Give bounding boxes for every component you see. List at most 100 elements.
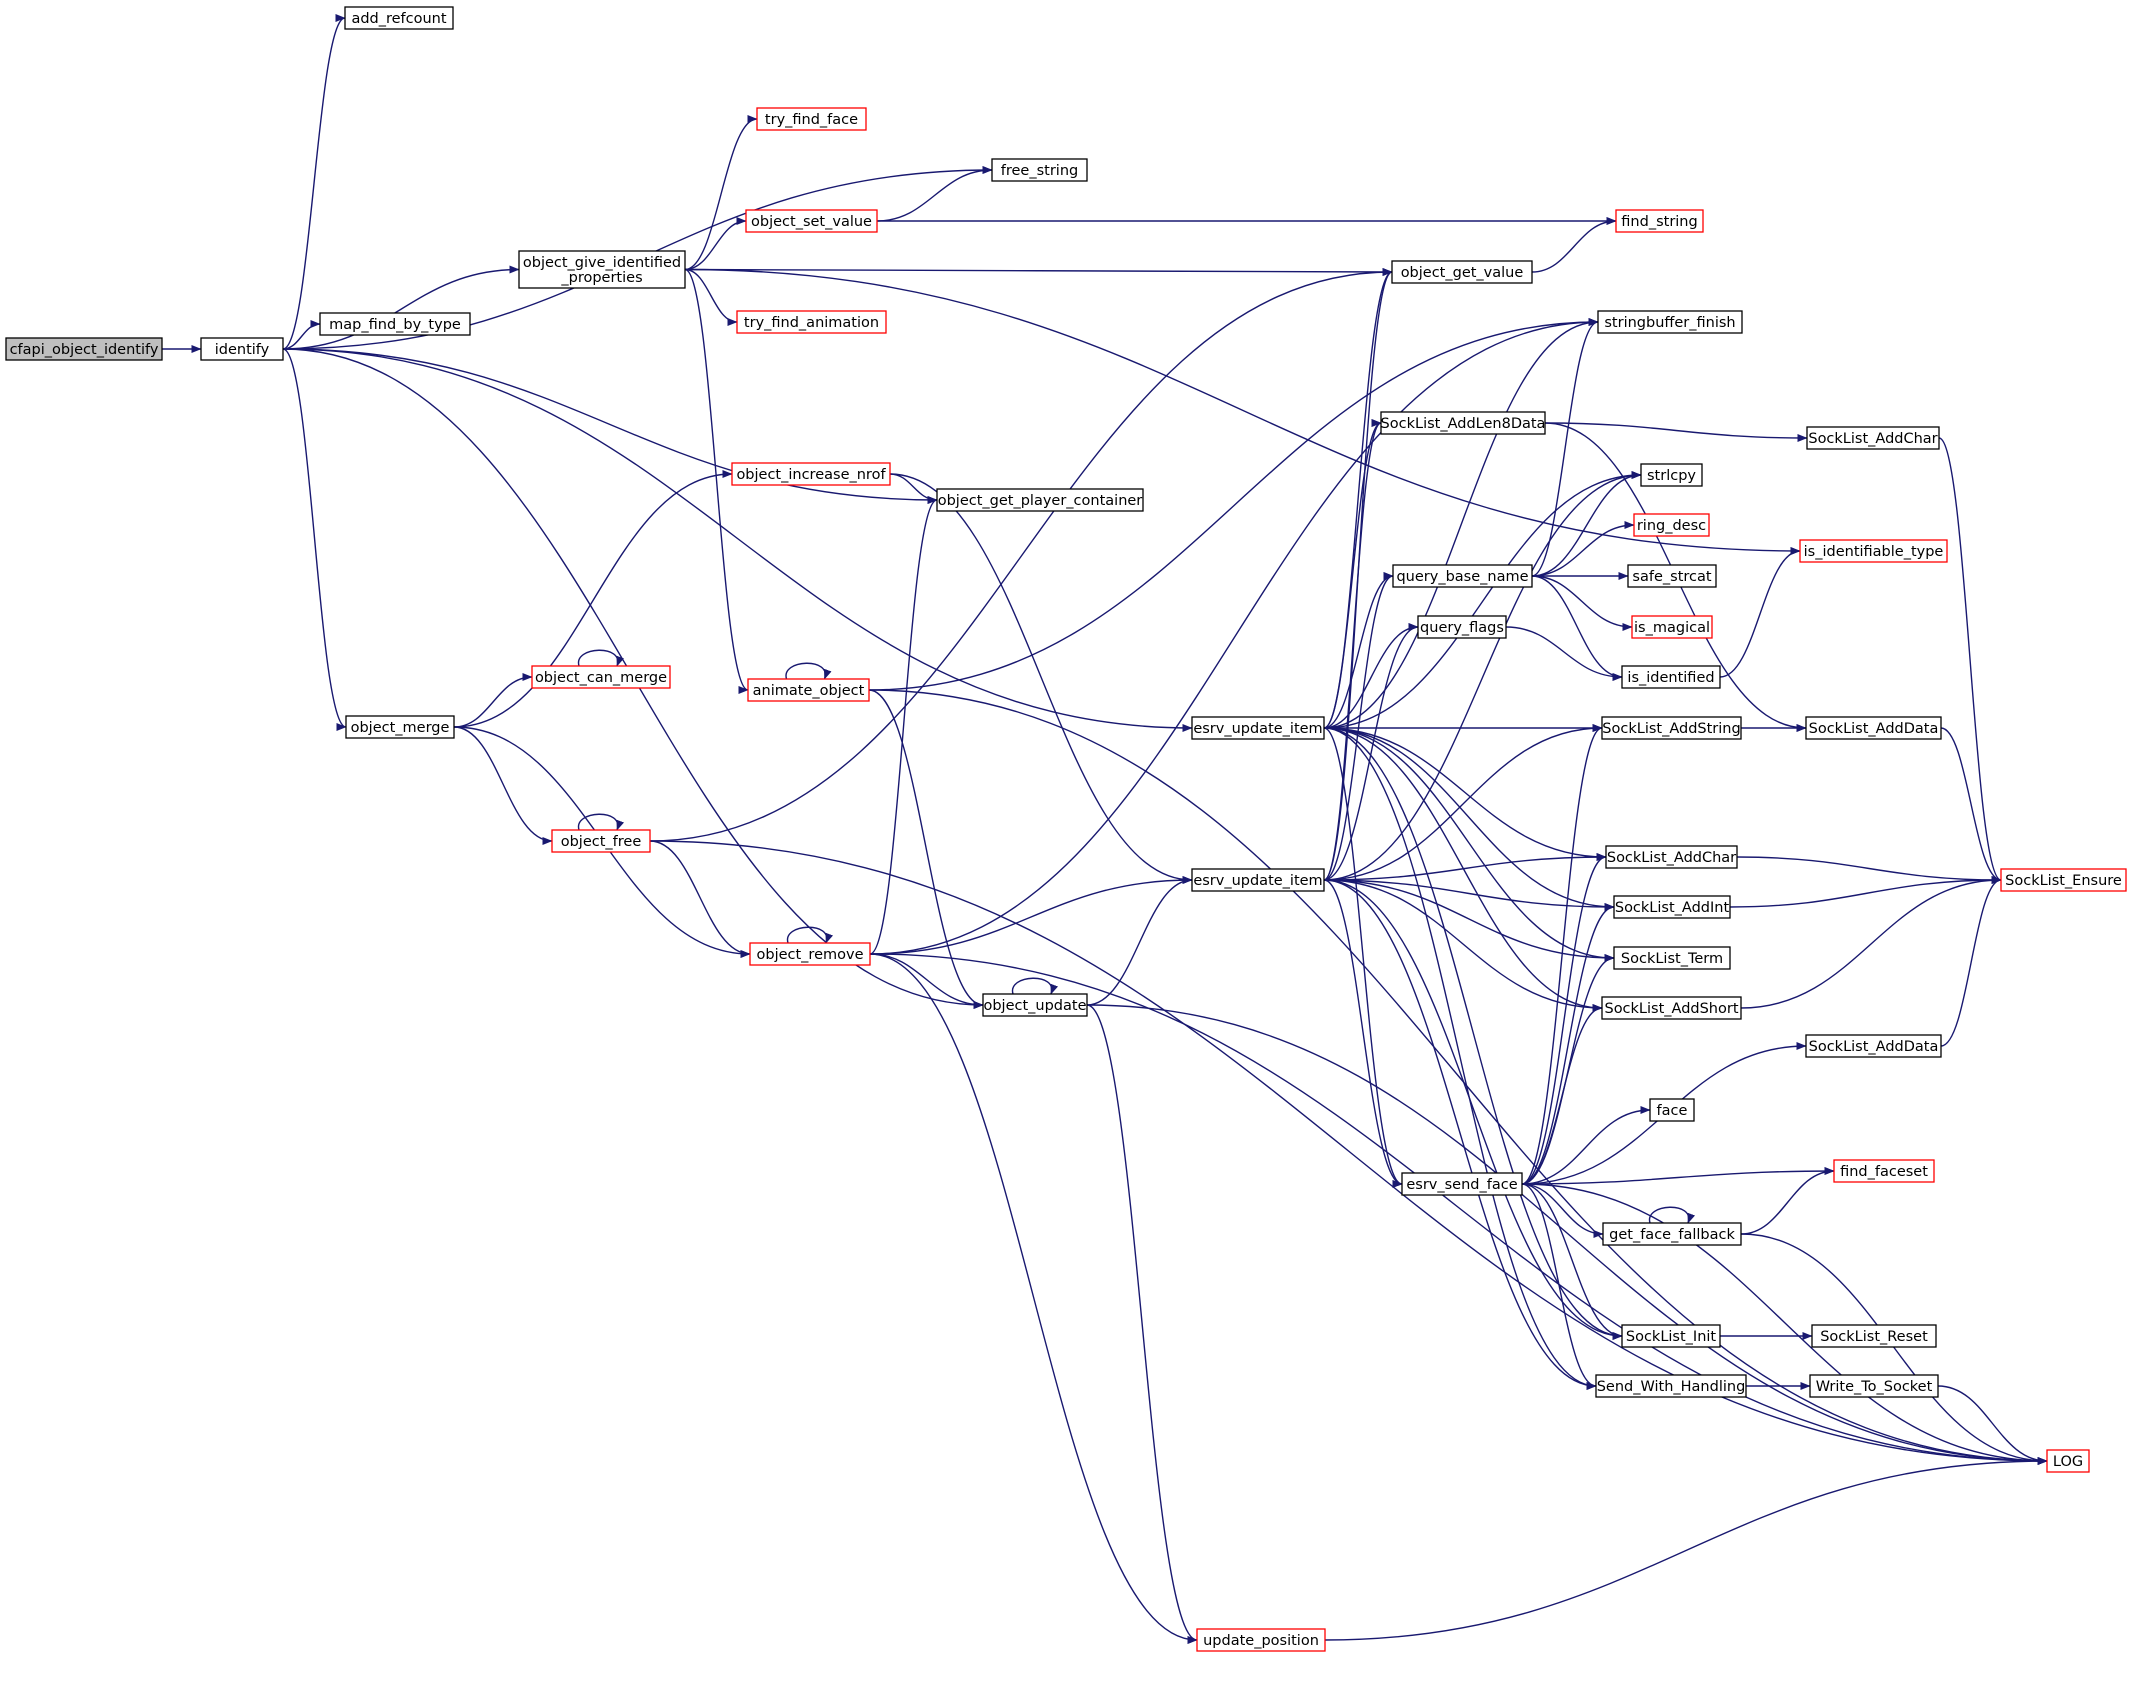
edge-write-to-socket-to-log [1937, 1385, 2048, 1465]
node-cfapi-object-identify[interactable]: cfapi_object_identify [5, 337, 163, 361]
node-sl-term[interactable]: SockList_Term [1613, 946, 1731, 970]
node-is-magical[interactable]: is_magical [1631, 615, 1713, 639]
node-map-find-by-type[interactable]: map_find_by_type [319, 312, 471, 336]
edge-object-remove-to-object-get-player-container [869, 496, 938, 955]
node-stringbuffer-finish[interactable]: stringbuffer_finish [1597, 310, 1743, 334]
node-box [1631, 615, 1713, 639]
edge-esrv-send-face-to-get-face-fallback [1521, 1183, 1604, 1238]
node-sl-adddata2[interactable]: SockList_AddData [1805, 1034, 1942, 1058]
edge-object-can-merge-to-object-can-merge [578, 649, 624, 667]
node-object-remove[interactable]: object_remove [749, 942, 871, 966]
node-ring-desc[interactable]: ring_desc [1633, 513, 1710, 537]
node-esrv-update-item-b[interactable]: esrv_update_item [1191, 868, 1325, 892]
node-sl-addshort[interactable]: SockList_AddShort [1601, 996, 1742, 1020]
node-label: SockList_Ensure [2005, 873, 2122, 889]
node-label: find_faceset [1840, 1164, 1928, 1180]
edge-esrv-send-face-to-find-faceset [1521, 1167, 1835, 1185]
node-ogip[interactable]: object_give_identified_properties [518, 250, 686, 289]
node-safe-strcat[interactable]: safe_strcat [1627, 564, 1717, 588]
node-object-update[interactable]: object_update [982, 993, 1088, 1017]
node-label: cfapi_object_identify [10, 342, 159, 358]
node-face[interactable]: face [1649, 1098, 1695, 1122]
node-box [1391, 260, 1533, 284]
edge-object-remove-to-log [869, 953, 2048, 1465]
node-object-free[interactable]: object_free [551, 829, 651, 853]
edge-esrv-update-item-a-to-sl-term [1323, 727, 1615, 962]
node-update-position[interactable]: update_position [1196, 1628, 1326, 1652]
edge-object-update-to-update-position [1086, 1004, 1198, 1644]
node-sl-init[interactable]: SockList_Init [1621, 1324, 1721, 1348]
node-box [1805, 716, 1942, 740]
node-sl-ensure[interactable]: SockList_Ensure [2000, 868, 2127, 892]
node-box [1605, 845, 1738, 869]
node-object-can-merge[interactable]: object_can_merge [531, 665, 671, 689]
node-try-find-face[interactable]: try_find_face [756, 107, 867, 131]
node-box [1799, 539, 1948, 563]
edge-esrv-send-face-to-log [1521, 1183, 2048, 1465]
node-box [1191, 868, 1325, 892]
edge-esrv-update-item-a-to-sl-addlen8 [1323, 419, 1382, 729]
node-sl-addstring[interactable]: SockList_AddString [1601, 716, 1742, 740]
edge-esrv-update-item-b-to-esrv-send-face [1323, 879, 1403, 1188]
node-sl-addchar2[interactable]: SockList_AddChar [1605, 845, 1738, 869]
node-label: object_merge [351, 720, 450, 736]
node-send-with-handling[interactable]: Send_With_Handling [1595, 1374, 1747, 1398]
node-sl-addint[interactable]: SockList_AddInt [1613, 895, 1731, 919]
node-add-refcount[interactable]: add_refcount [344, 6, 454, 30]
edge-sl-addchar1-to-sl-ensure [1938, 437, 2002, 884]
node-query-flags[interactable]: query_flags [1417, 615, 1507, 639]
node-sl-addlen8[interactable]: SockList_AddLen8Data [1380, 411, 1546, 435]
node-box [991, 158, 1088, 182]
node-animate-object[interactable]: animate_object [747, 678, 870, 702]
node-label: object_update [983, 998, 1086, 1014]
node-object-increase-nrof[interactable]: object_increase_nrof [731, 462, 891, 486]
edge-sl-addchar2-to-sl-ensure [1736, 856, 2002, 884]
node-free-string[interactable]: free_string [991, 158, 1088, 182]
node-sl-addchar1[interactable]: SockList_AddChar [1806, 426, 1940, 450]
node-is-identifiable-type[interactable]: is_identifiable_type [1799, 539, 1948, 563]
node-label: try_find_face [765, 112, 858, 128]
node-log[interactable]: LOG [2046, 1449, 2090, 1473]
node-label: SockList_AddData [1809, 721, 1939, 737]
edge-object-remove-to-esrv-update-item-b [869, 876, 1193, 955]
node-object-get-player-container[interactable]: object_get_player_container [936, 488, 1144, 512]
node-object-set-value[interactable]: object_set_value [745, 209, 878, 233]
edge-animate-object-to-log [868, 689, 2048, 1465]
edge-query-flags-to-is-identified [1505, 626, 1623, 681]
node-label: object_get_value [1401, 265, 1524, 281]
edge-object-remove-to-update-position [869, 953, 1198, 1644]
node-get-face-fallback[interactable]: get_face_fallback [1602, 1222, 1742, 1246]
node-find-string[interactable]: find_string [1615, 209, 1704, 233]
edge-sl-adddata1-to-sl-ensure [1940, 727, 2002, 884]
node-label: stringbuffer_finish [1604, 315, 1735, 331]
node-identify[interactable]: identify [200, 337, 284, 361]
node-box [1602, 1222, 1742, 1246]
node-try-find-animation[interactable]: try_find_animation [736, 310, 887, 334]
node-object-get-value[interactable]: object_get_value [1391, 260, 1533, 284]
node-write-to-socket[interactable]: Write_To_Socket [1809, 1374, 1939, 1398]
node-box [1640, 463, 1703, 487]
edge-query-base-name-to-is-identified [1531, 575, 1623, 681]
node-esrv-send-face[interactable]: esrv_send_face [1401, 1172, 1523, 1196]
edge-object-remove-to-object-update [869, 953, 984, 1009]
node-strlcpy[interactable]: strlcpy [1640, 463, 1703, 487]
node-object-merge[interactable]: object_merge [345, 715, 455, 739]
node-sl-reset[interactable]: SockList_Reset [1811, 1324, 1937, 1348]
node-sl-adddata1[interactable]: SockList_AddData [1805, 716, 1942, 740]
node-box [2000, 868, 2127, 892]
node-box [1811, 1324, 1937, 1348]
edge-object-free-to-object-get-value [649, 268, 1393, 842]
edge-update-position-to-log [1324, 1457, 2048, 1641]
edge-identify-to-object-merge [282, 348, 347, 731]
node-find-faceset[interactable]: find_faceset [1833, 1159, 1935, 1183]
node-query-base-name[interactable]: query_base_name [1392, 564, 1533, 588]
edge-ogip-to-try-find-animation [684, 268, 738, 326]
node-box [1615, 209, 1704, 233]
node-label: strlcpy [1647, 468, 1696, 484]
node-is-identified[interactable]: is_identified [1621, 665, 1721, 689]
node-esrv-update-item-a[interactable]: esrv_update_item [1191, 716, 1325, 740]
edge-esrv-update-item-a-to-stringbuffer-finish [1323, 318, 1599, 729]
node-label: SockList_AddShort [1604, 1001, 1738, 1017]
node-label: SockList_AddString [1602, 721, 1740, 737]
